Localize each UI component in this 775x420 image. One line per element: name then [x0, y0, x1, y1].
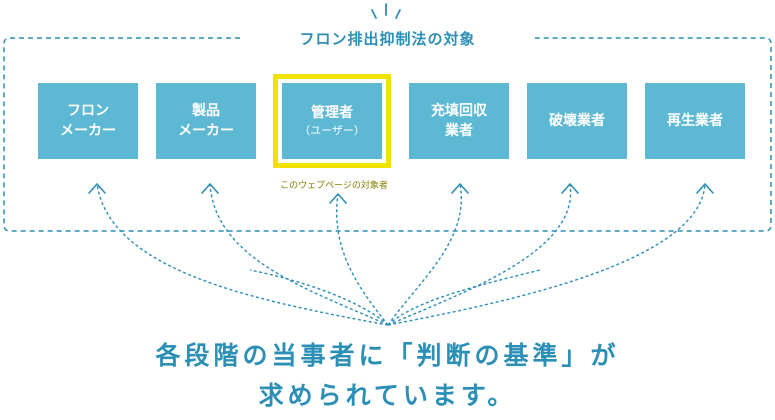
message-line-2: 求められています。	[258, 381, 517, 410]
arrowhead-icon	[201, 183, 219, 194]
box-label-line1: 再生業者	[667, 113, 723, 129]
box-label-line1: 破壊業者	[549, 113, 605, 129]
arrowhead-icon	[561, 183, 579, 194]
arrowhead-icon	[329, 193, 347, 204]
arrow-strand-1	[249, 269, 389, 326]
arrowhead-icon	[696, 183, 714, 194]
arrowhead-icon	[88, 183, 106, 194]
emphasis-ticks	[371, 3, 401, 19]
box-label-line1: 充填回収	[431, 103, 487, 119]
dashed-frame	[3, 37, 772, 232]
box-label-line1: フロン	[67, 103, 109, 119]
box-label-line2: メーカー	[178, 123, 234, 139]
box-filling-recovery: 充填回収 業者	[409, 83, 509, 159]
arrow-line-3	[336, 193, 389, 326]
box-sublabel: （ユーザー）	[299, 124, 365, 137]
box-manager: 管理者 （ユーザー）	[273, 74, 391, 168]
box-destruction: 破壊業者	[527, 83, 627, 159]
box-label-line1: 製品	[192, 103, 220, 119]
arrow-line-4	[387, 183, 462, 326]
box-label-line1: 管理者	[311, 105, 353, 121]
box-freon-maker: フロン メーカー	[38, 83, 138, 159]
arrow-line-2	[209, 183, 389, 326]
message-line-1: 各段階の当事者に「判断の基準」が	[155, 341, 620, 370]
box-label-line2: メーカー	[60, 123, 116, 139]
arrow-line-6	[387, 183, 706, 326]
highlight-note: このウェブページの対象者	[280, 181, 388, 191]
arrowhead-icon	[451, 183, 469, 194]
diagram-title: フロン排出抑制法の対象	[0, 28, 775, 49]
arrow-line-1	[96, 183, 389, 326]
arrow-line-5	[387, 183, 572, 326]
box-label-line2: 業者	[445, 123, 473, 139]
box-recycling: 再生業者	[645, 83, 745, 159]
box-product-maker: 製品 メーカー	[156, 83, 256, 159]
arrow-strand-2	[387, 269, 541, 326]
